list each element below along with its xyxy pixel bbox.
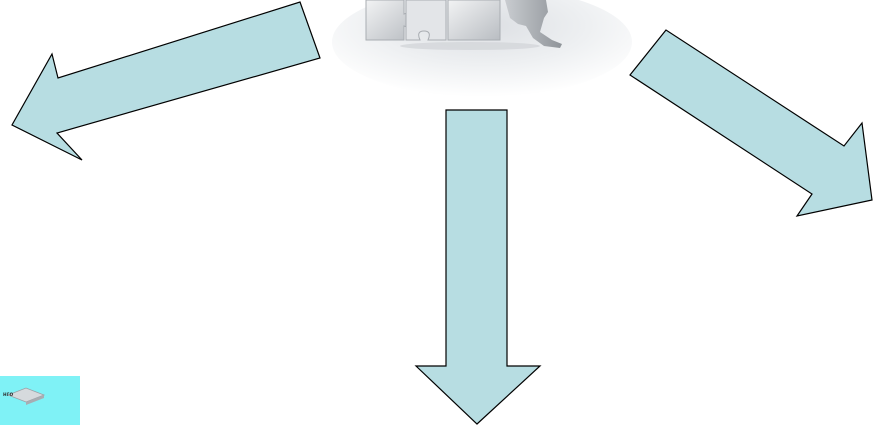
arrow-down-right-icon bbox=[630, 30, 872, 216]
arrow-down-left-icon bbox=[12, 2, 320, 160]
nav-button-label: нго bbox=[3, 392, 13, 398]
arrow-down-icon bbox=[416, 110, 540, 424]
nav-button[interactable]: нго bbox=[0, 376, 80, 425]
diamond-arrow-icon bbox=[0, 376, 80, 425]
puzzle-figure-icon bbox=[332, 0, 632, 97]
